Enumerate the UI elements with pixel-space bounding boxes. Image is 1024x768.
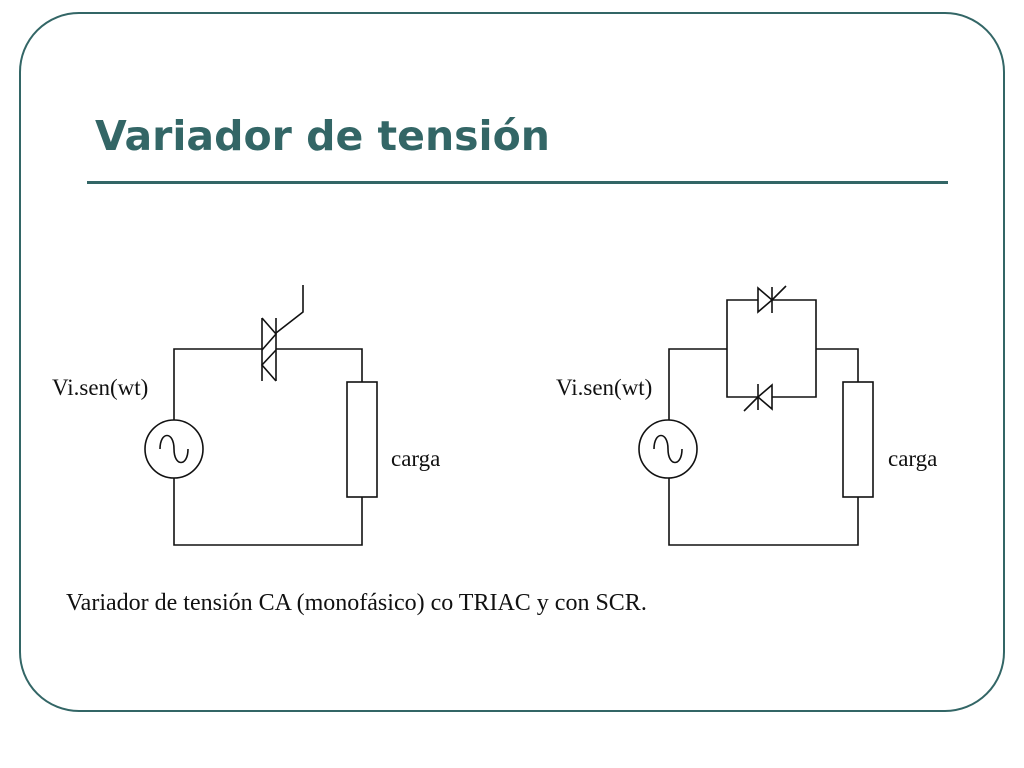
- scr-upper-icon: [757, 285, 787, 314]
- source-label: Vi.sen(wt): [52, 375, 148, 400]
- ac-source-icon: [144, 419, 204, 479]
- load-resistor-icon: [842, 381, 874, 498]
- triac-circuit-wires: [173, 348, 363, 546]
- slide-frame: [19, 12, 1005, 712]
- title-underline: [87, 181, 948, 184]
- load-label: carga: [888, 446, 937, 471]
- load-resistor-icon: [346, 381, 378, 498]
- triac-icon: [260, 285, 304, 382]
- scr-parallel-branches: [726, 299, 817, 398]
- figure-caption: Variador de tensión CA (monofásico) co T…: [66, 590, 647, 616]
- load-label: carga: [391, 446, 440, 471]
- scr-circuit-wires: [668, 348, 859, 546]
- source-label: Vi.sen(wt): [556, 375, 652, 400]
- triac-circuit: Vi.sen(wt) carga: [52, 285, 440, 546]
- slide-title: Variador de tensión: [95, 112, 550, 160]
- scr-circuit: Vi.sen(wt) carga: [556, 285, 937, 546]
- gate-lead: [275, 285, 304, 334]
- ac-source-icon: [638, 419, 698, 479]
- scr-lower-icon: [743, 383, 773, 412]
